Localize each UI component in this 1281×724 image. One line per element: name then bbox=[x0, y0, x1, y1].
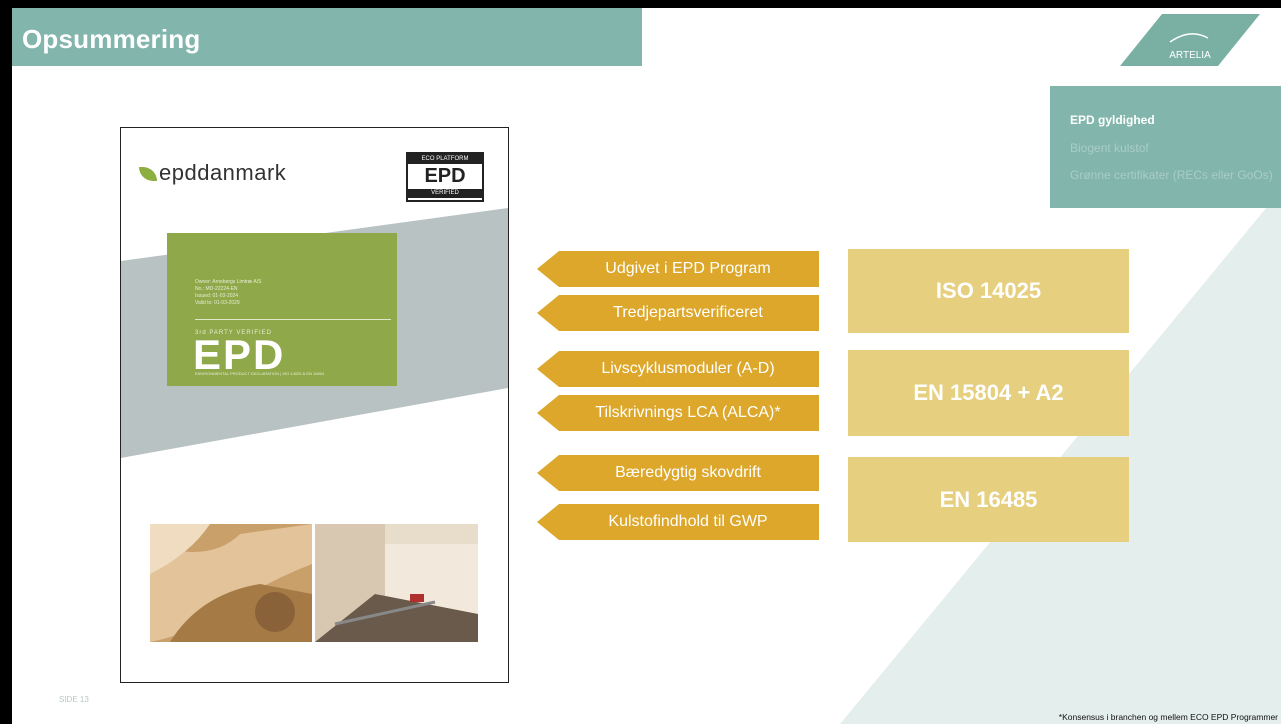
card-divider bbox=[195, 319, 391, 320]
card-meta-valid: Valid to: 01-03-2029 bbox=[195, 300, 240, 306]
card-big-epd: EPD bbox=[193, 331, 286, 378]
frame-top-border bbox=[0, 0, 1281, 8]
standard-en-15804-a2: EN 15804 + A2 bbox=[848, 350, 1129, 436]
nav-item-epd-gyldighed[interactable]: EPD gyldighed bbox=[1070, 113, 1155, 127]
card-meta-owner: Owner: Arnebergs Limtræ A/S bbox=[195, 279, 262, 285]
title-bar: Opsummering bbox=[12, 8, 642, 66]
card-meta: Owner: Arnebergs Limtræ A/S No.: MD-2222… bbox=[195, 279, 261, 307]
section-nav: EPD gyldighed Biogent kulstof Grønne cer… bbox=[1050, 86, 1281, 208]
leaf-icon bbox=[139, 167, 157, 181]
page-title: Opsummering bbox=[22, 24, 201, 54]
tag-kulstofindhold-til-gwp: Kulstofindhold til GWP bbox=[537, 504, 819, 540]
tag-label: Livscyklusmoduler (A-D) bbox=[601, 360, 775, 377]
eco-badge-mid: EPD bbox=[424, 165, 466, 187]
card-footer: ENVIRONMENTAL PRODUCT DECLARATION | ISO … bbox=[195, 371, 325, 376]
epd-green-card: Owner: Arnebergs Limtræ A/S No.: MD-2222… bbox=[167, 233, 397, 386]
tag-tilskrivnings-lca: Tilskrivnings LCA (ALCA)* bbox=[537, 395, 819, 431]
card-meta-no: No.: MD-22224-EN bbox=[195, 286, 238, 292]
wood-photo-left bbox=[150, 524, 312, 642]
epddanmark-brand: epddanmark bbox=[159, 160, 287, 185]
tag-udgivet-i-epd-program: Udgivet i EPD Program bbox=[537, 251, 819, 287]
nav-item-groenne-certifikater[interactable]: Grønne certifikater (RECs eller GoOs) bbox=[1070, 168, 1273, 182]
epd-document-cover: epddanmark ECO PLATFORM EPD VERIFIED Own… bbox=[120, 127, 509, 683]
card-meta-issued: Issued: 01-03-2024 bbox=[195, 293, 239, 299]
frame-left-border bbox=[0, 0, 12, 724]
standard-en-16485: EN 16485 bbox=[848, 457, 1129, 542]
tag-baeredygtig-skovdrift: Bæredygtig skovdrift bbox=[537, 455, 819, 491]
tag-label: Tilskrivnings LCA (ALCA)* bbox=[595, 404, 781, 421]
standard-iso-14025: ISO 14025 bbox=[848, 249, 1129, 333]
eco-badge-top: ECO PLATFORM bbox=[408, 154, 482, 164]
tag-livscyklusmoduler: Livscyklusmoduler (A-D) bbox=[537, 351, 819, 387]
eco-badge-bottom: VERIFIED bbox=[408, 189, 482, 198]
footnote: *Konsensus i branchen og mellem ECO EPD … bbox=[1058, 712, 1278, 722]
tag-tredjepartsverificeret: Tredjepartsverificeret bbox=[537, 295, 819, 331]
tag-label: Bæredygtig skovdrift bbox=[615, 464, 761, 481]
tag-label: Udgivet i EPD Program bbox=[605, 260, 771, 277]
epddanmark-logo: epddanmark bbox=[139, 160, 286, 186]
eco-platform-badge: ECO PLATFORM EPD VERIFIED bbox=[406, 152, 484, 202]
artelia-logo: ARTELIA bbox=[1120, 14, 1260, 66]
logo-text: ARTELIA bbox=[1169, 50, 1211, 61]
tag-label: Tredjepartsverificeret bbox=[613, 304, 763, 321]
tag-label: Kulstofindhold til GWP bbox=[608, 513, 768, 530]
wood-photo-right bbox=[315, 524, 478, 642]
page-number: SIDE 13 bbox=[59, 695, 89, 704]
nav-item-biogent-kulstof[interactable]: Biogent kulstof bbox=[1070, 141, 1149, 155]
card-party: 3rd PARTY VERIFIED bbox=[195, 330, 273, 336]
